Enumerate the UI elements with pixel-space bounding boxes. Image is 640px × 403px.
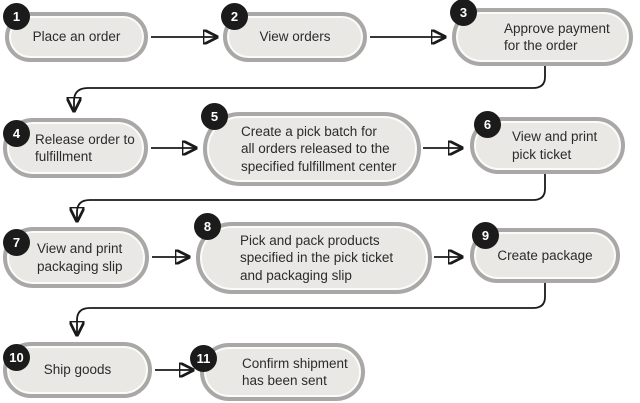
arrow-step3-to-step4 [74, 66, 546, 110]
flow-step-ship-goods: 10 Ship goods [3, 342, 152, 398]
step-label: View and print pick ticket [512, 129, 598, 162]
flow-step-create-package: 9 Create package [470, 222, 620, 283]
step-label: Place an order [32, 29, 121, 45]
arrow-step6-to-step7 [77, 174, 546, 220]
arrow-step9-to-step10 [77, 283, 546, 334]
flow-step-pick-and-pack: 8 Pick and pack products specified in th… [194, 213, 432, 294]
flow-step-approve-payment: 3 Approve payment for the order [450, 0, 633, 66]
step-label: Ship goods [43, 362, 112, 378]
step-label: Pick and pack products specified in the … [240, 232, 394, 283]
step-number-badge: 1 [3, 3, 30, 30]
step-label: View and print packaging slip [37, 241, 123, 274]
step-number-badge: 7 [3, 229, 30, 256]
flow-step-confirm-shipment: 11 Confirm shipment has been sent [190, 343, 365, 401]
flow-step-view-orders: 2 View orders [221, 3, 367, 62]
step-number-badge: 10 [3, 344, 30, 371]
flow-step-place-order: 1 Place an order [3, 3, 148, 62]
flow-step-print-packaging-slip: 7 View and print packaging slip [3, 227, 149, 288]
step-number-badge: 11 [190, 345, 217, 372]
step-label: Create package [497, 247, 593, 263]
flow-step-create-pick-batch: 5 Create a pick batch for all orders rel… [201, 103, 421, 186]
step-number-badge: 9 [472, 222, 499, 249]
flow-step-print-pick-ticket: 6 View and print pick ticket [470, 111, 625, 174]
step-label: Confirm shipment has been sent [242, 355, 348, 389]
step-label: Release order to fulfillment [35, 131, 135, 165]
step-label: Approve payment for the order [504, 20, 610, 54]
step-label: View orders [259, 29, 331, 45]
step-number-badge: 6 [474, 111, 501, 138]
step-label: Create a pick batch for all orders relea… [241, 123, 397, 174]
flow-step-release-order: 4 Release order to fulfillment [3, 118, 148, 178]
step-number-badge: 8 [194, 213, 221, 240]
step-number-badge: 3 [450, 0, 477, 26]
step-number-badge: 5 [201, 103, 228, 130]
step-number-badge: 4 [3, 120, 30, 147]
step-number-badge: 2 [221, 3, 248, 30]
